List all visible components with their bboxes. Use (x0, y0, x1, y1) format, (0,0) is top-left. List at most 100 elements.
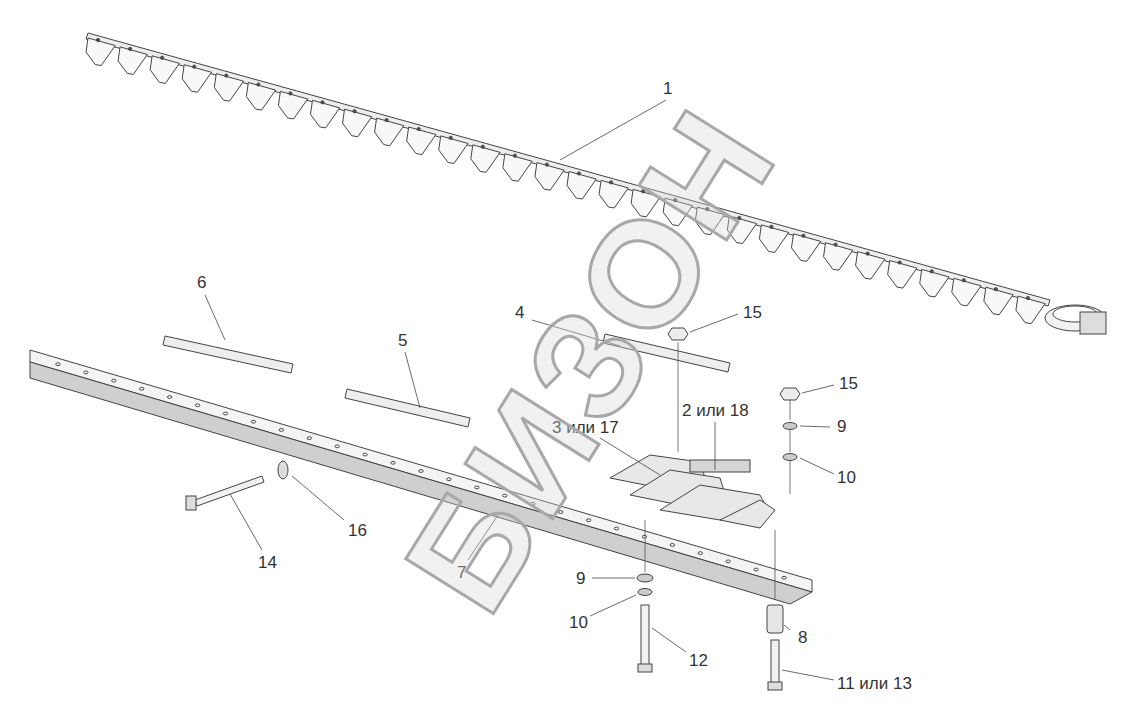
bar-hole (754, 568, 758, 571)
knife-section (278, 91, 307, 119)
rivet (770, 225, 773, 228)
bar-hole (84, 371, 88, 374)
knife-head-block (1080, 312, 1106, 334)
knife-section (1016, 296, 1045, 324)
rivet (994, 288, 997, 291)
rivet (449, 136, 452, 139)
bar-hole (586, 519, 590, 522)
bolt-head (768, 682, 782, 690)
knife-section (86, 38, 115, 66)
knife-section (920, 269, 949, 297)
bar-hole (279, 429, 283, 432)
bar-hole (167, 396, 171, 399)
rivet (930, 270, 933, 273)
bar-hole (307, 437, 311, 440)
plate-5 (345, 389, 470, 427)
callout-number: 11 или 13 (835, 674, 914, 693)
rivet (96, 38, 99, 41)
washer (637, 574, 653, 582)
knife-section (952, 278, 981, 306)
callout-number: 10 (567, 613, 590, 632)
rivet (353, 110, 356, 113)
callout-number: 16 (346, 521, 369, 540)
plate-6 (163, 336, 293, 373)
washer (638, 589, 652, 596)
bar-hole (782, 576, 786, 579)
bar-hole (642, 535, 646, 538)
knife-section (375, 118, 404, 146)
washer (783, 423, 797, 430)
rivet (385, 119, 388, 122)
knife-section (535, 163, 564, 191)
knife-section (984, 287, 1013, 315)
callout-number: 5 (396, 331, 409, 350)
bar-hole (670, 544, 674, 547)
bar-hole (140, 387, 144, 390)
bar-hole (698, 552, 702, 555)
knife-section (343, 109, 372, 137)
rivet (128, 47, 131, 50)
bar-hole (223, 412, 227, 415)
callout-number: 15 (837, 374, 860, 393)
knife-section (503, 154, 532, 182)
bar-hole (419, 470, 423, 473)
callout-number: 9 (835, 417, 848, 436)
washer-16 (278, 461, 288, 479)
bar-hole (56, 363, 60, 366)
knife-section (246, 83, 275, 111)
knife-section (182, 65, 211, 93)
assembly-axes (645, 342, 790, 600)
bar-hole (726, 560, 730, 563)
bolt-head (186, 496, 196, 510)
knife-section (759, 225, 788, 253)
knife-section (150, 56, 179, 84)
bar-hole (251, 420, 255, 423)
knife-section (118, 47, 147, 75)
bolt-head (638, 664, 652, 672)
knife-section (310, 100, 339, 128)
rivet (962, 279, 965, 282)
nut (780, 388, 800, 400)
bolt-12 (641, 605, 649, 667)
bar-hole (391, 461, 395, 464)
bar-hole (195, 404, 199, 407)
rivet (802, 234, 805, 237)
callout-number: 4 (513, 303, 526, 322)
bar-hole (614, 527, 618, 530)
knife-section (791, 234, 820, 262)
rivet (417, 127, 420, 130)
rivet (289, 92, 292, 95)
bolt-14 (195, 476, 264, 506)
guards (610, 455, 775, 528)
rivet (257, 83, 260, 86)
rivet (161, 56, 164, 59)
bar-hole (335, 445, 339, 448)
rivet (577, 172, 580, 175)
rivet (898, 261, 901, 264)
rivet (834, 243, 837, 246)
watermark: БИЗОН (380, 86, 800, 634)
rivet (1026, 297, 1029, 300)
knife-section (856, 252, 885, 280)
bar-hole (112, 379, 116, 382)
rivet (321, 101, 324, 104)
callout-number: 8 (796, 628, 809, 647)
rivet (545, 163, 548, 166)
knife-section (471, 145, 500, 173)
callout-number: 2 или 18 (680, 401, 751, 420)
callout-number: 15 (741, 303, 764, 322)
knife-section (888, 261, 917, 289)
washer (783, 454, 797, 461)
knife-section (824, 243, 853, 271)
knife-section (439, 136, 468, 164)
knife-section (567, 172, 596, 200)
knife-section (214, 74, 243, 102)
bar-hole (363, 453, 367, 456)
rivet (866, 252, 869, 255)
callout-number: 10 (835, 468, 858, 487)
rivet (193, 65, 196, 68)
callout-number: 6 (195, 273, 208, 292)
callout-number: 12 (687, 651, 710, 670)
sleeve-8 (767, 605, 783, 633)
